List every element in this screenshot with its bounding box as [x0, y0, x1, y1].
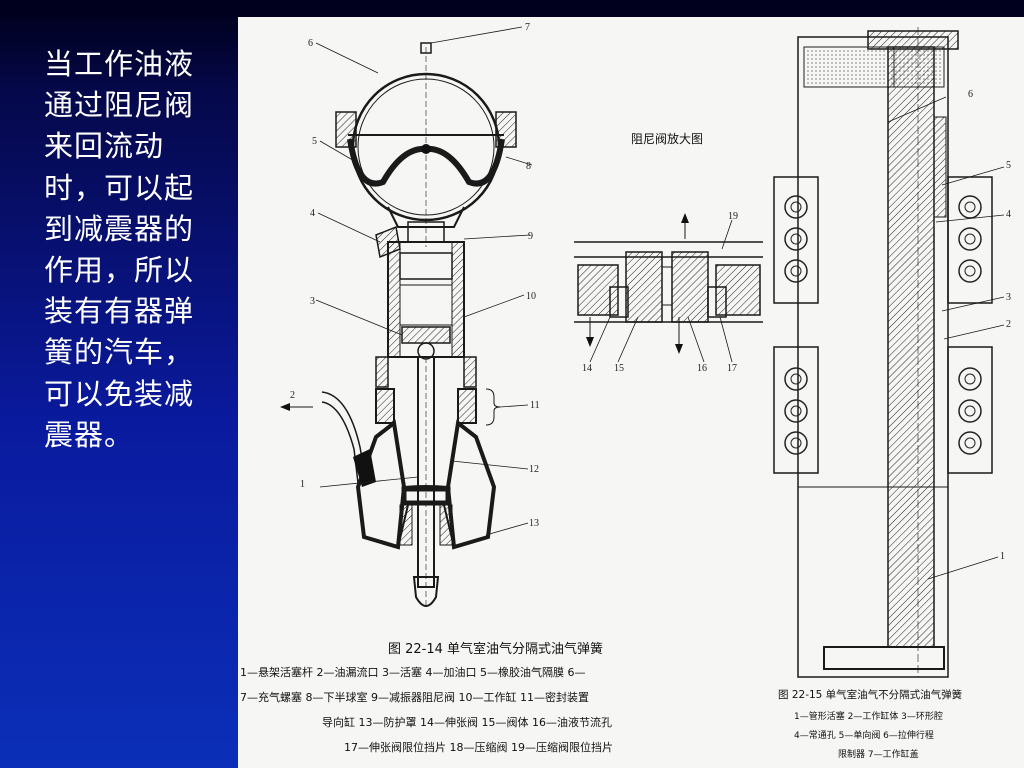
technical-drawing: 1 2 3 4 5 6 7 8 9 10 11 12 13 阻尼阀放大图 14 — [240, 22, 1011, 760]
figure-22-14-drawing — [280, 26, 533, 607]
label-4: 4 — [310, 208, 315, 219]
valve-label-15: 15 — [614, 363, 624, 374]
label-7: 7 — [525, 22, 530, 33]
label-8: 8 — [526, 161, 531, 172]
label-12: 12 — [529, 464, 539, 475]
right-label-2: 2 — [1006, 319, 1011, 330]
label-2: 2 — [290, 390, 295, 401]
caption-22-14-legend-2: 7—充气螺塞 8—下半球室 9—减振器阻尼阀 10—工作缸 11—密封装置 — [240, 690, 589, 704]
damping-valve-title: 阻尼阀放大图 — [631, 131, 703, 146]
caption-22-15-legend-3: 限制器 7—工作缸盖 — [838, 748, 919, 760]
label-10: 10 — [526, 291, 536, 302]
label-3: 3 — [310, 296, 315, 307]
label-13: 13 — [529, 518, 539, 529]
slide-body-text: 当工作油液通过阻尼阀来回流动时，可以起到减震器的作用，所以装有有器弹簧的汽车，可… — [44, 47, 195, 452]
valve-label-16: 16 — [697, 363, 707, 374]
label-6: 6 — [308, 38, 313, 49]
label-9: 9 — [528, 231, 533, 242]
figure-panel: 1 2 3 4 5 6 7 8 9 10 11 12 13 阻尼阀放大图 14 — [238, 17, 1024, 768]
right-label-4: 4 — [1006, 209, 1011, 220]
label-11: 11 — [530, 400, 540, 411]
valve-label-19: 19 — [728, 211, 738, 222]
caption-22-15-legend-1: 1—管形活塞 2—工作缸体 3—环形腔 — [794, 710, 943, 722]
valve-label-14: 14 — [582, 363, 592, 374]
label-1: 1 — [300, 479, 305, 490]
right-label-5: 5 — [1006, 160, 1011, 171]
figure-22-15-drawing — [773, 27, 1005, 678]
caption-22-14-title: 图 22-14 单气室油气分隔式油气弹簧 — [388, 641, 603, 657]
caption-22-15-title: 图 22-15 单气室油气不分隔式油气弹簧 — [778, 688, 962, 701]
right-label-3: 3 — [1006, 292, 1011, 303]
caption-22-14-legend-3: 导向缸 13—防护罩 14—伸张阀 15—阀体 16—油液节流孔 — [322, 715, 612, 729]
caption-22-14-legend-4: 17—伸张阀限位挡片 18—压缩阀 19—压缩阀限位挡片 — [344, 740, 613, 754]
right-label-6: 6 — [968, 89, 973, 100]
label-5: 5 — [312, 136, 317, 147]
top-bar — [0, 0, 1024, 17]
caption-22-14-legend-1: 1—悬架活塞杆 2—油漏流口 3—活塞 4—加油口 5—橡胶油气隔膜 6— — [240, 665, 585, 679]
caption-22-15-legend-2: 4—常通孔 5—单向阀 6—拉伸行程 — [794, 729, 934, 741]
valve-label-17: 17 — [727, 363, 737, 374]
damping-valve-drawing — [574, 213, 763, 363]
right-label-1: 1 — [1000, 551, 1005, 562]
